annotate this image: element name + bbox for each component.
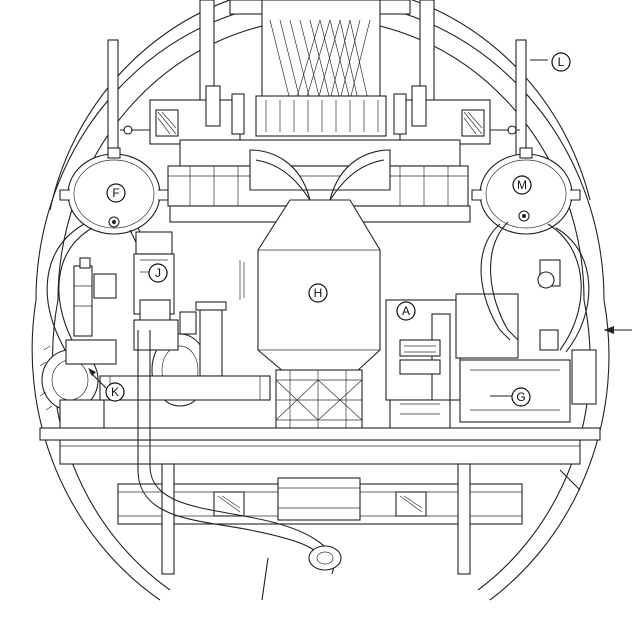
left-piping bbox=[46, 223, 175, 361]
callout-l-label: L bbox=[558, 55, 565, 69]
callout-m-label: M bbox=[517, 178, 527, 192]
drain-pipe bbox=[137, 330, 342, 601]
callout-k: K bbox=[88, 368, 125, 402]
callout-g-label: G bbox=[516, 390, 525, 404]
callout-l: L bbox=[551, 52, 571, 72]
callout-k-label: K bbox=[111, 385, 119, 399]
callout-j: J bbox=[148, 263, 168, 283]
upper-frame bbox=[120, 85, 520, 223]
callout-m: M bbox=[512, 175, 532, 195]
central-column bbox=[239, 199, 381, 441]
right-machinery bbox=[385, 221, 597, 435]
callout-a-label: A bbox=[402, 304, 410, 318]
callout-f: F bbox=[106, 183, 126, 203]
cable-bundle bbox=[255, 0, 387, 137]
callout-f-label: F bbox=[112, 186, 119, 200]
callout-j-label: J bbox=[155, 266, 161, 280]
left-pump bbox=[39, 301, 271, 433]
callout-h-label: H bbox=[314, 286, 323, 300]
right-tank bbox=[471, 147, 581, 235]
callout-h: H bbox=[308, 283, 328, 303]
callout-g: G bbox=[490, 387, 531, 407]
callout-a: A bbox=[396, 301, 416, 321]
